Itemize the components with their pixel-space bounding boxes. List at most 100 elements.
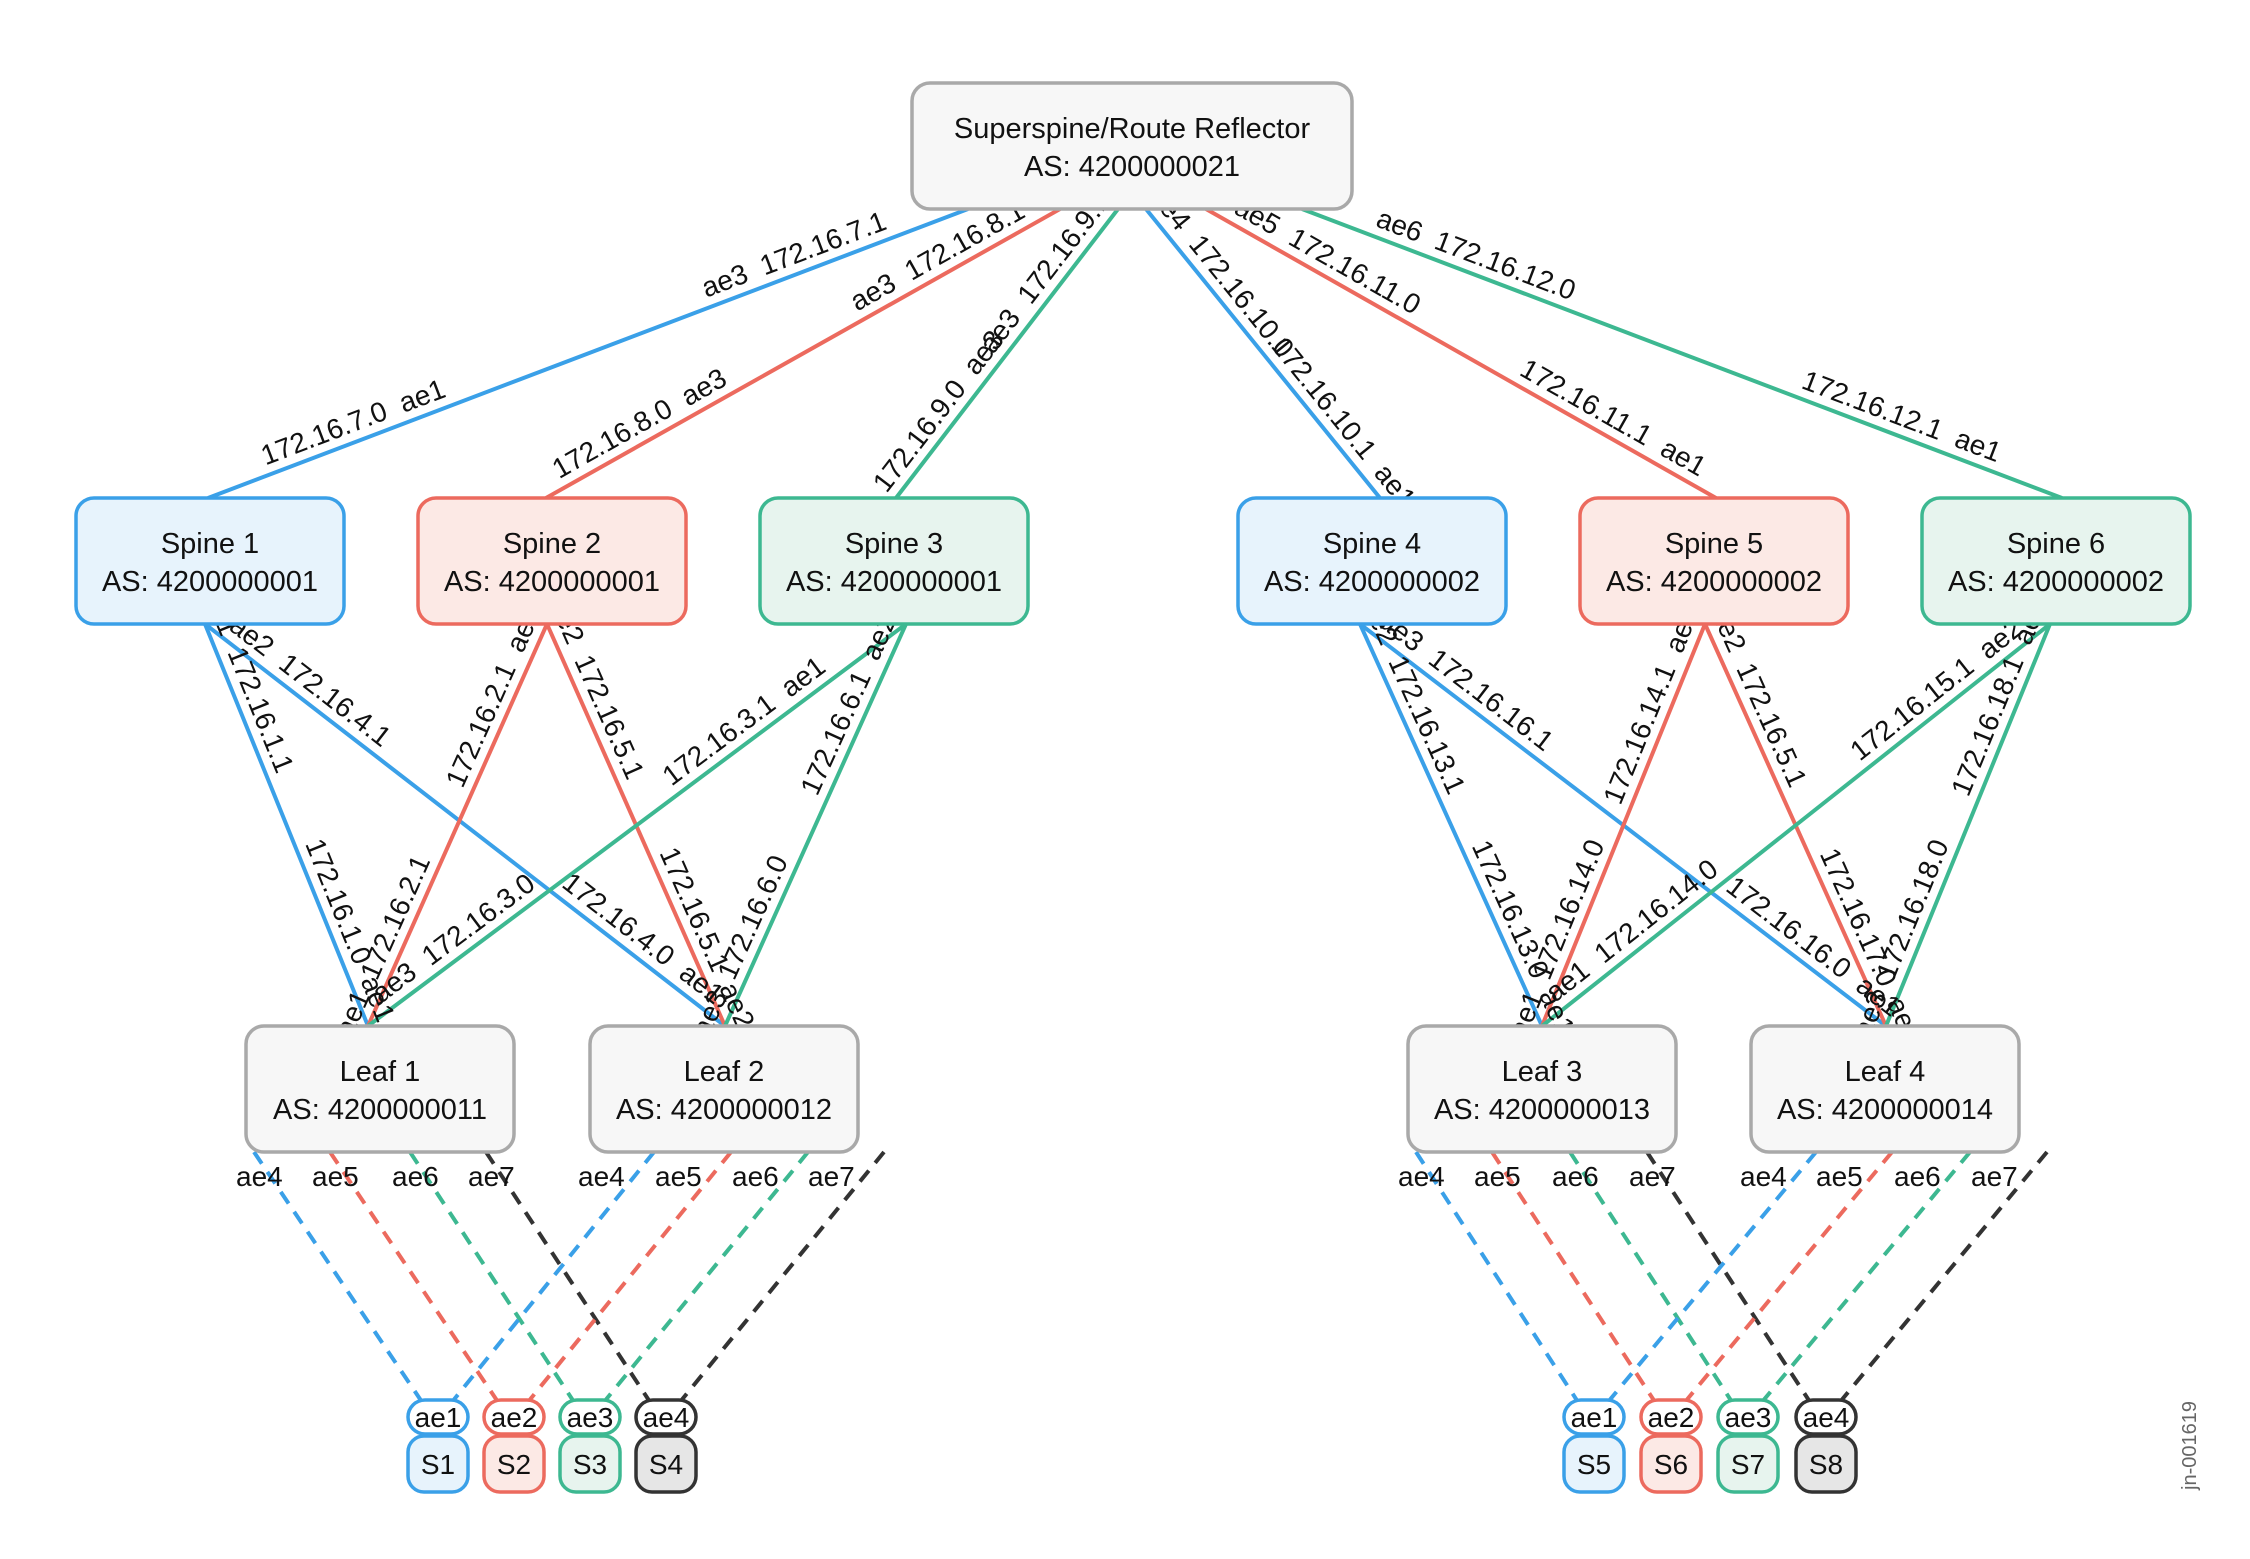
leaf-port-label: ae5 bbox=[1816, 1161, 1863, 1192]
leaf-node-2-box bbox=[588, 1024, 860, 1154]
link-label: ae2 172.16.5.1 bbox=[1705, 601, 1813, 791]
leaf-node-3: Leaf 3AS: 4200000013 bbox=[1406, 1024, 1678, 1154]
spine-node-2-box bbox=[416, 496, 688, 626]
server-port-label: ae1 bbox=[415, 1402, 462, 1433]
leaf-node-1-as: AS: 4200000011 bbox=[273, 1094, 487, 1126]
server-port-oval bbox=[482, 1398, 546, 1436]
spine-node-5-box bbox=[1578, 496, 1850, 626]
spine-node-2-name: Spine 2 bbox=[503, 528, 601, 560]
server-link-line bbox=[678, 1150, 886, 1404]
spine-node-5: Spine 5AS: 4200000002 bbox=[1578, 496, 1850, 626]
server-name: S5 bbox=[1577, 1449, 1611, 1480]
link-label: 172.16.6.1 ae2 bbox=[794, 609, 902, 799]
server-link-line bbox=[1606, 1150, 1818, 1404]
server-name: S7 bbox=[1731, 1449, 1765, 1480]
server-port-oval bbox=[558, 1398, 622, 1436]
links-layer bbox=[203, 207, 2063, 1404]
server-box bbox=[1794, 1434, 1858, 1494]
link-line bbox=[1358, 623, 1544, 1027]
leaf-node-2-as: AS: 4200000012 bbox=[616, 1094, 832, 1126]
server-link-line bbox=[1490, 1150, 1657, 1404]
link-label: 172.16.11.1 ae1 bbox=[1515, 353, 1711, 483]
server-link-line bbox=[1760, 1150, 1972, 1404]
spine-node-5-as: AS: 4200000002 bbox=[1606, 566, 1822, 598]
server-link-line bbox=[484, 1150, 652, 1404]
server-port-oval bbox=[1639, 1398, 1703, 1436]
server-port-label: ae4 bbox=[643, 1402, 690, 1433]
spine-node-6-name: Spine 6 bbox=[2007, 528, 2105, 560]
server-name: S2 bbox=[497, 1449, 531, 1480]
server-port-label: ae2 bbox=[491, 1402, 538, 1433]
leaf-port-label: ae4 bbox=[236, 1161, 283, 1192]
link-line bbox=[203, 622, 727, 1028]
server-port-label: ae2 bbox=[1648, 1402, 1695, 1433]
leaf-port-label: ae6 bbox=[1552, 1161, 1599, 1192]
server-link-line bbox=[1414, 1150, 1580, 1404]
spine-node-1-box bbox=[74, 496, 346, 626]
watermark-text: jn-001619 bbox=[2179, 1401, 2201, 1491]
leaf-port-label: ae5 bbox=[655, 1161, 702, 1192]
server-name: S8 bbox=[1809, 1449, 1843, 1480]
link-label: 172.16.10.1 ae1 bbox=[1265, 331, 1421, 514]
link-label: 172.16.14.1 ae2 bbox=[1597, 602, 1705, 808]
spine-node-3: Spine 3AS: 4200000001 bbox=[758, 496, 1030, 626]
server-box bbox=[634, 1434, 698, 1494]
spine-node-3-box bbox=[758, 496, 1030, 626]
leaf-node-1: Leaf 1AS: 4200000011 bbox=[244, 1024, 516, 1154]
server-name: S3 bbox=[573, 1449, 607, 1480]
server-port-oval bbox=[406, 1398, 470, 1436]
leaf-port-label: ae4 bbox=[1740, 1161, 1787, 1192]
leaf-node-4: Leaf 4 AS: 4200000014 bbox=[1749, 1024, 2021, 1154]
server-link-line bbox=[408, 1150, 576, 1404]
server-link-line bbox=[252, 1150, 424, 1404]
server-port-oval bbox=[1716, 1398, 1780, 1436]
leaf-port-label: ae5 bbox=[312, 1161, 359, 1192]
spine-node-6: Spine 6 AS: 4200000002 bbox=[1920, 496, 2192, 626]
server-name: S4 bbox=[649, 1449, 683, 1480]
spine-node-6-as: AS: 4200000002 bbox=[1948, 566, 2164, 598]
link-line bbox=[1540, 622, 2052, 1028]
server-port-label: ae3 bbox=[567, 1402, 614, 1433]
spine-node-2-as: AS: 4200000001 bbox=[444, 566, 660, 598]
leaf-node-2-name: Leaf 2 bbox=[684, 1056, 765, 1088]
spine-node-2: Spine 2 AS: 4200000001 bbox=[416, 496, 688, 626]
link-line bbox=[207, 207, 969, 500]
server-name: S6 bbox=[1654, 1449, 1688, 1480]
leaf-port-label: ae7 bbox=[1629, 1161, 1676, 1192]
server-port-label: ae1 bbox=[1571, 1402, 1618, 1433]
server-port-label: ae3 bbox=[1725, 1402, 1772, 1433]
leaf-port-label: ae7 bbox=[468, 1161, 515, 1192]
leaf-node-3-name: Leaf 3 bbox=[1502, 1056, 1583, 1088]
link-line bbox=[723, 623, 908, 1027]
server-port-oval bbox=[1794, 1398, 1858, 1436]
leaf-node-4-name: Leaf 4 bbox=[1845, 1056, 1926, 1088]
link-line bbox=[1144, 207, 1382, 500]
link-line bbox=[1884, 623, 2052, 1027]
spine-node-4-box bbox=[1236, 496, 1508, 626]
leaf-port-label: ae4 bbox=[1398, 1161, 1445, 1192]
link-line bbox=[1205, 207, 1717, 500]
leaf-node-4-as: AS: 4200000014 bbox=[1777, 1094, 1993, 1126]
leaf-port-label: ae6 bbox=[732, 1161, 779, 1192]
server-port-label: ae4 bbox=[1803, 1402, 1850, 1433]
link-label: 172.16.7.0 ae1 bbox=[257, 373, 450, 471]
server-port-oval bbox=[1562, 1398, 1626, 1436]
server-link-line bbox=[602, 1150, 810, 1404]
leaf-node-3-box bbox=[1406, 1024, 1678, 1154]
server-name: S1 bbox=[421, 1449, 455, 1480]
link-line bbox=[1540, 623, 1707, 1027]
server-box bbox=[1716, 1434, 1780, 1494]
link-label: 172.16.12.1 ae1 bbox=[1798, 364, 2005, 468]
spine-node-6-box bbox=[1920, 496, 2192, 626]
link-line bbox=[894, 207, 1120, 500]
